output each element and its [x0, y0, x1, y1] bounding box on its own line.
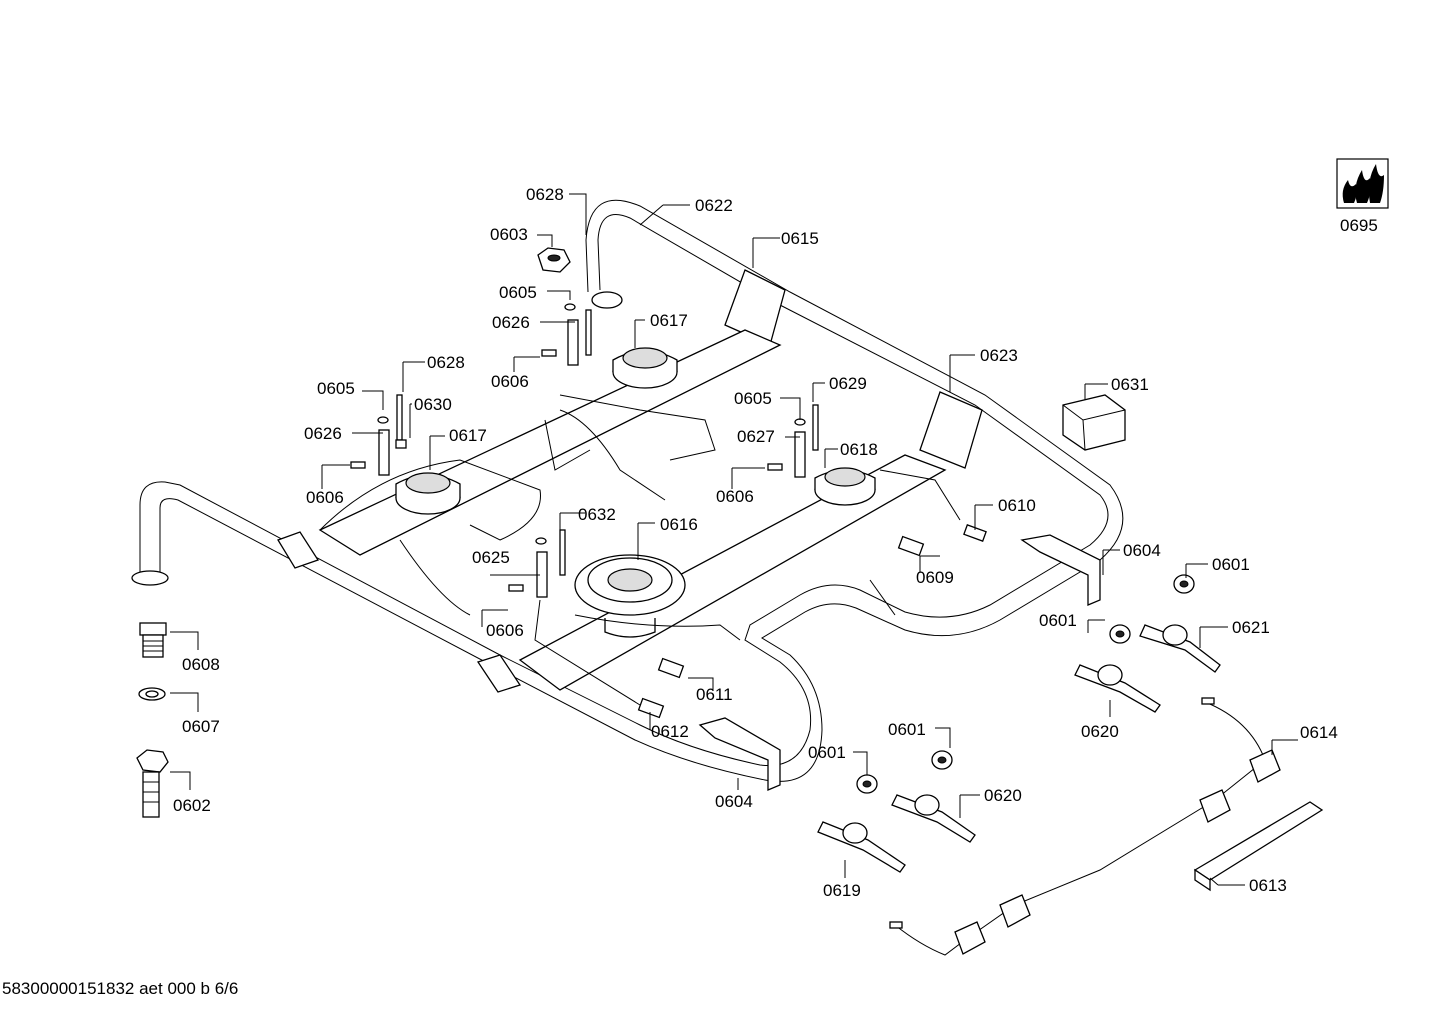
label-0607: 0607	[182, 717, 220, 736]
label-0601: 0601	[808, 743, 846, 762]
wiring	[319, 394, 961, 706]
label-0630: 0630	[414, 395, 452, 414]
washers-0601	[856, 574, 1195, 794]
nozzle-0612	[637, 697, 665, 719]
label-0603: 0603	[490, 225, 528, 244]
label-0604: 0604	[1123, 541, 1161, 560]
valve-0619	[817, 821, 906, 873]
label-0620: 0620	[1081, 722, 1119, 741]
label-0609: 0609	[916, 568, 954, 587]
valve-0621	[1139, 624, 1221, 673]
label-0619: 0619	[823, 881, 861, 900]
valve-0620-front	[891, 794, 976, 843]
bracket-0604-front	[698, 717, 781, 791]
gas-pipe-frame	[131, 199, 1124, 782]
label-0632: 0632	[578, 505, 616, 524]
nozzle-0609	[897, 535, 925, 557]
label-0695: 0695	[1340, 216, 1378, 235]
nozzle-0610	[963, 524, 987, 542]
label-0623: 0623	[980, 346, 1018, 365]
label-0617: 0617	[449, 426, 487, 445]
label-0620: 0620	[984, 786, 1022, 805]
part-labels: 0628 0622 0603 0615 0605 0626 0617 0606 …	[173, 185, 1378, 900]
label-0616: 0616	[660, 515, 698, 534]
label-0611: 0611	[696, 685, 733, 704]
nozzle-0611	[657, 657, 685, 679]
label-0613: 0613	[1249, 876, 1287, 895]
label-0601: 0601	[888, 720, 926, 739]
label-0602: 0602	[173, 796, 211, 815]
label-0618: 0618	[840, 440, 878, 459]
document-footer-id: 58300000151832 aet 000 b 6/6	[2, 979, 239, 998]
label-0605: 0605	[499, 283, 537, 302]
ignition-harness-0614	[889, 697, 1281, 956]
label-0626: 0626	[304, 424, 342, 443]
burner-0617-left	[395, 472, 461, 515]
label-0631: 0631	[1111, 375, 1149, 394]
burner-0618	[814, 467, 876, 506]
label-0608: 0608	[182, 655, 220, 674]
connector-0602	[136, 749, 169, 818]
washer-0607	[138, 687, 166, 701]
leader-lines	[170, 193, 1298, 886]
label-0606: 0606	[491, 372, 529, 391]
label-0606: 0606	[486, 621, 524, 640]
bracket-0604-right	[1020, 534, 1101, 606]
label-0627: 0627	[737, 427, 775, 446]
label-0617: 0617	[650, 311, 688, 330]
label-0610: 0610	[998, 496, 1036, 515]
thermostat-0631	[1062, 394, 1126, 451]
label-0601: 0601	[1039, 611, 1077, 630]
label-0629: 0629	[829, 374, 867, 393]
bar-0613	[1193, 801, 1324, 892]
nut-0603	[537, 247, 571, 273]
valve-0620-right	[1074, 664, 1161, 713]
label-0605: 0605	[317, 379, 355, 398]
label-0606: 0606	[716, 487, 754, 506]
label-0605: 0605	[734, 389, 772, 408]
label-0614: 0614	[1300, 723, 1338, 742]
connector-0608	[139, 622, 167, 658]
label-0606: 0606	[306, 488, 344, 507]
label-0601: 0601	[1212, 555, 1250, 574]
label-0604: 0604	[715, 792, 753, 811]
label-0628: 0628	[526, 185, 564, 204]
burner-0616-wok	[574, 554, 686, 638]
label-0615: 0615	[781, 229, 819, 248]
flame-icon	[1336, 158, 1389, 209]
electrodes	[350, 303, 819, 598]
burner-0617-rear	[612, 347, 678, 389]
label-0621: 0621	[1232, 618, 1270, 637]
label-0626: 0626	[492, 313, 530, 332]
label-0628: 0628	[427, 353, 465, 372]
label-0625: 0625	[472, 548, 510, 567]
label-0622: 0622	[695, 196, 733, 215]
label-0612: 0612	[651, 722, 689, 741]
